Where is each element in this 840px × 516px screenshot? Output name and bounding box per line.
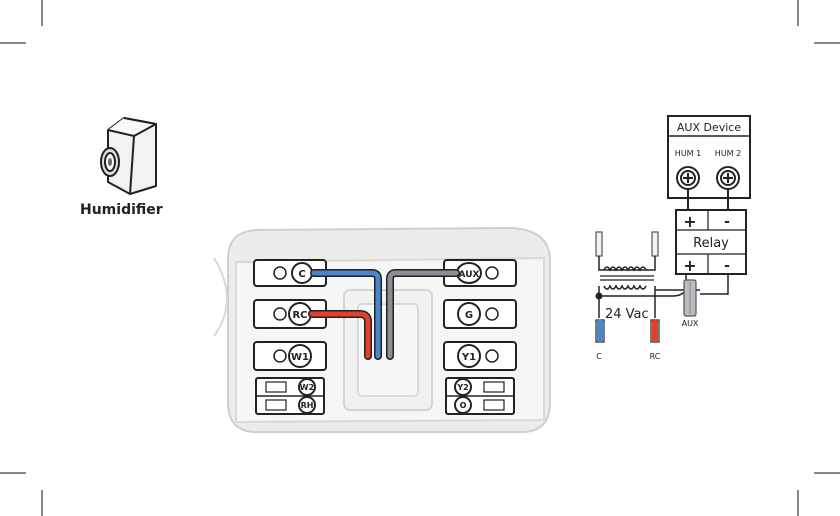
- transformer-voltage: 24 Vac: [605, 307, 649, 322]
- terminal-label: C: [298, 269, 305, 280]
- hum1-label: HUM 1: [675, 149, 701, 158]
- aux-wire-label: AUX: [682, 319, 699, 328]
- terminal-g[interactable]: G: [444, 300, 516, 328]
- humidifier-icon: [101, 118, 156, 194]
- terminal-w1[interactable]: W1: [254, 342, 326, 370]
- hum2-screw-icon[interactable]: [717, 167, 739, 189]
- aux-device-title: AUX Device: [677, 121, 741, 134]
- terminal-label: AUX: [459, 270, 480, 280]
- humidifier-label: Humidifier: [80, 202, 163, 218]
- terminal-label: Y2: [456, 383, 468, 392]
- hum2-label: HUM 2: [715, 149, 741, 158]
- rc-wire-stub: [651, 320, 659, 342]
- terminal-w2-rh-block[interactable]: W2 RH: [256, 378, 324, 414]
- terminal-y1[interactable]: Y1: [444, 342, 516, 370]
- terminal-label: W2: [300, 383, 314, 392]
- relay-minus-top: -: [724, 214, 730, 230]
- terminal-label: RC: [292, 310, 307, 321]
- aux-lead: [684, 280, 696, 316]
- terminal-label: RH: [301, 401, 314, 410]
- relay: + - Relay + -: [676, 210, 746, 275]
- c-wire-label: C: [596, 352, 602, 361]
- hum1-screw-icon[interactable]: [677, 167, 699, 189]
- c-wire-stub: [596, 320, 604, 342]
- terminal-label: Y1: [461, 352, 476, 363]
- terminal-label: O: [460, 401, 467, 410]
- relay-minus-bottom: -: [724, 258, 730, 274]
- relay-plus-bottom: +: [683, 256, 696, 275]
- terminal-label: W1: [291, 352, 309, 363]
- terminal-label: G: [465, 310, 473, 321]
- relay-plus-top: +: [683, 212, 696, 231]
- terminal-y2-o-block[interactable]: Y2 O: [446, 378, 514, 414]
- relay-label: Relay: [693, 236, 729, 251]
- aux-device: AUX Device HUM 1 HUM 2: [668, 116, 750, 198]
- rc-wire-label: RC: [650, 352, 661, 361]
